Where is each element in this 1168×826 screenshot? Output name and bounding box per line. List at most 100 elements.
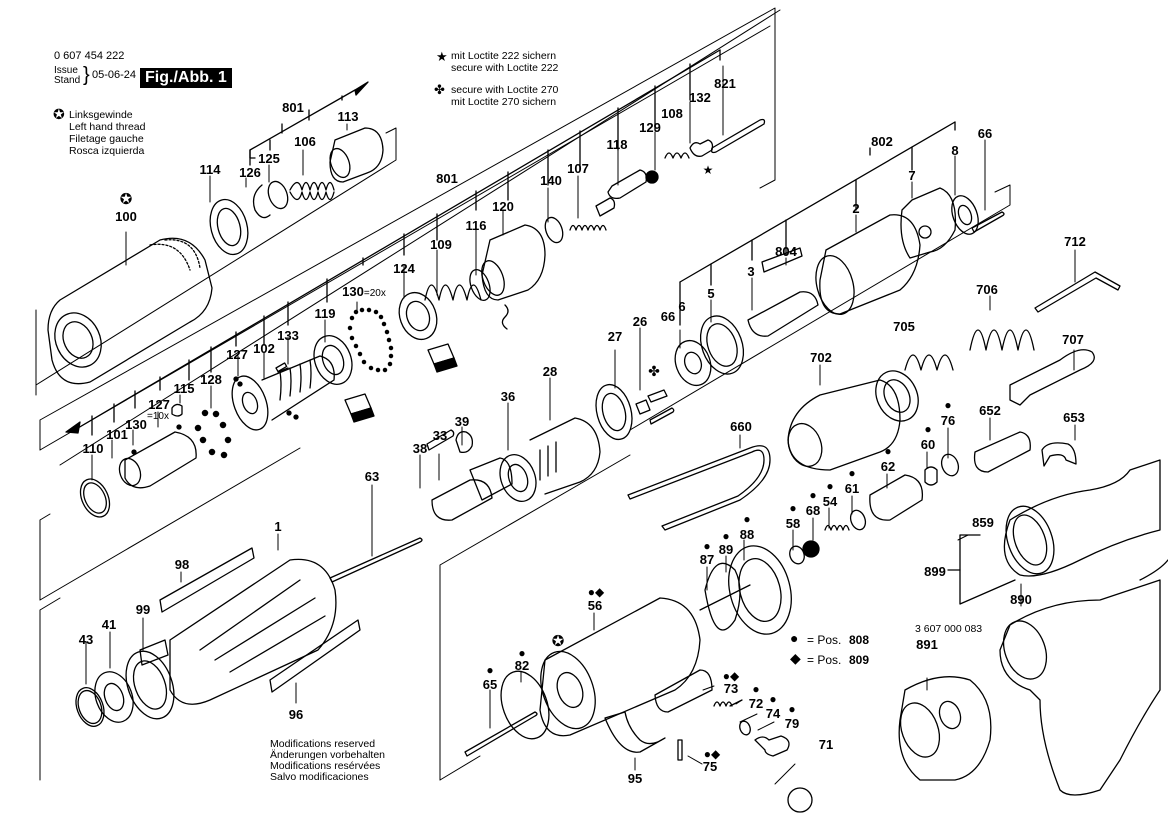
- part-label-110: 110: [82, 441, 104, 456]
- notice-line: Modifications reserved: [270, 738, 376, 750]
- part-87-88-89: [699, 545, 792, 635]
- part-label-72: 72: [748, 696, 764, 711]
- part-128-balls: [131, 376, 299, 459]
- part-label-65: 65: [482, 677, 498, 692]
- part-label-802: 802: [871, 134, 893, 149]
- part-label-108: 108: [661, 106, 683, 121]
- part-label-821: 821: [714, 76, 736, 91]
- pos-808-marker: ●: [769, 692, 777, 706]
- part-label-82: 82: [514, 658, 530, 673]
- part-label-859: 859: [972, 515, 994, 530]
- assembly-bracket-802: [679, 121, 956, 326]
- part-56-valve-body: [464, 597, 813, 813]
- part-label-61: 61: [844, 481, 860, 496]
- part-label-95: 95: [627, 771, 643, 786]
- pos-808-809-markers: ●◆: [588, 586, 604, 598]
- filled-diamond-icon: ◆: [790, 650, 801, 666]
- part-label-118: 118: [606, 137, 628, 152]
- stand-label: Stand: [54, 75, 81, 86]
- pos-808-marker: ●: [518, 646, 526, 660]
- part-label-127-upper: 127: [226, 347, 248, 362]
- part-label-130-lower: 130: [125, 417, 147, 432]
- part-63-pin: [329, 537, 423, 583]
- diamond-marker: ◆: [730, 669, 740, 683]
- part-label-98: 98: [174, 557, 190, 572]
- part-label-115: 115: [173, 381, 195, 396]
- part-label-5: 5: [707, 286, 715, 301]
- part-label-116: 116: [465, 218, 487, 233]
- part-label-100: 100: [115, 209, 137, 224]
- part-label-66-upper: 66: [977, 126, 993, 141]
- part-label-39: 39: [454, 414, 470, 429]
- figure-label: Fig./Abb. 1: [140, 68, 232, 88]
- part-label-124: 124: [393, 261, 415, 276]
- part-label-56: 56: [587, 598, 603, 613]
- part-702-705-706-712-707: [787, 271, 1121, 471]
- quantity-note: =20x: [363, 288, 386, 299]
- legend-line: Left hand thread: [69, 121, 146, 133]
- part-label-8: 8: [951, 143, 959, 158]
- part-label-62: 62: [880, 459, 896, 474]
- part-label-75: 75: [702, 759, 718, 774]
- part-label-68: 68: [805, 503, 821, 518]
- part-label-706: 706: [976, 282, 998, 297]
- part-label-71: 71: [818, 737, 834, 752]
- part-label-26: 26: [632, 314, 648, 329]
- part-label-1: 1: [274, 519, 282, 534]
- part-label-133: 133: [277, 328, 299, 343]
- part-label-705: 705: [893, 319, 915, 334]
- pos-808-marker: ●: [884, 444, 892, 458]
- part-label-63: 63: [364, 469, 380, 484]
- loctite-222-line: secure with Loctite 222: [451, 62, 559, 74]
- loctite-270-line: secure with Loctite 270: [451, 84, 559, 96]
- part-number: 0 607 454 222: [54, 50, 125, 62]
- leader-lines: [85, 65, 1076, 785]
- part-label-27: 27: [607, 329, 623, 344]
- pos-809-value: 809: [849, 653, 870, 667]
- pos-808-marker: ●: [826, 479, 834, 493]
- part-label-36: 36: [500, 389, 516, 404]
- pos-808-marker: ●: [743, 512, 751, 526]
- part-label-89: 89: [718, 542, 734, 557]
- part-label-702: 702: [810, 350, 832, 365]
- loctite-270-marker: ✤: [648, 363, 660, 379]
- part-label-102: 102: [253, 341, 275, 356]
- pos-808-value: 808: [849, 633, 870, 647]
- pos-808-809-markers: ●◆: [704, 748, 720, 760]
- club-icon: ✤: [434, 82, 445, 97]
- part-label-129: 129: [639, 120, 661, 135]
- pos-808-marker: ●: [703, 539, 711, 553]
- circle-marker: ●: [722, 669, 731, 683]
- part-label-127-lower: 127: [148, 397, 170, 412]
- notice-line: Änderungen vorbehalten: [270, 749, 386, 761]
- pos-808-marker: ●: [722, 529, 730, 543]
- pos-808-prefix: = Pos.: [807, 633, 842, 647]
- assembly-bracket-801-upper: [249, 81, 369, 166]
- pos-808-marker: ●: [788, 702, 796, 716]
- loctite-270-line: mit Loctite 270 sichern: [451, 96, 557, 108]
- pos-808-marker: ●: [944, 398, 952, 412]
- part-label-96: 96: [288, 707, 304, 722]
- accessory-part-number: 3 607 000 083: [915, 623, 983, 635]
- part-label-804: 804: [775, 244, 797, 259]
- part-label-130-balls: 130=20x: [342, 285, 386, 300]
- part-label-126: 126: [239, 165, 261, 180]
- part-number: 130: [342, 284, 364, 299]
- part-1-housing: [75, 547, 361, 727]
- part-label-88: 88: [739, 527, 755, 542]
- part-114-ring: [209, 198, 249, 256]
- part-label-54: 54: [822, 494, 838, 509]
- issue-date: 05-06-24: [92, 69, 137, 81]
- part-6-5-3-804-2-7-8-66: [674, 187, 1005, 387]
- pos-808-marker: ●: [486, 663, 494, 677]
- part-label-6: 6: [678, 299, 686, 314]
- part-label-125: 125: [258, 151, 280, 166]
- part-label-114: 114: [199, 162, 221, 177]
- part-label-660: 660: [730, 419, 752, 434]
- part-130-balls: [347, 307, 394, 373]
- part-label-41: 41: [101, 617, 117, 632]
- star-icon: ★: [436, 49, 448, 64]
- legend-line: Rosca izquierda: [69, 145, 145, 157]
- loctite-222-marker: ★: [702, 163, 714, 177]
